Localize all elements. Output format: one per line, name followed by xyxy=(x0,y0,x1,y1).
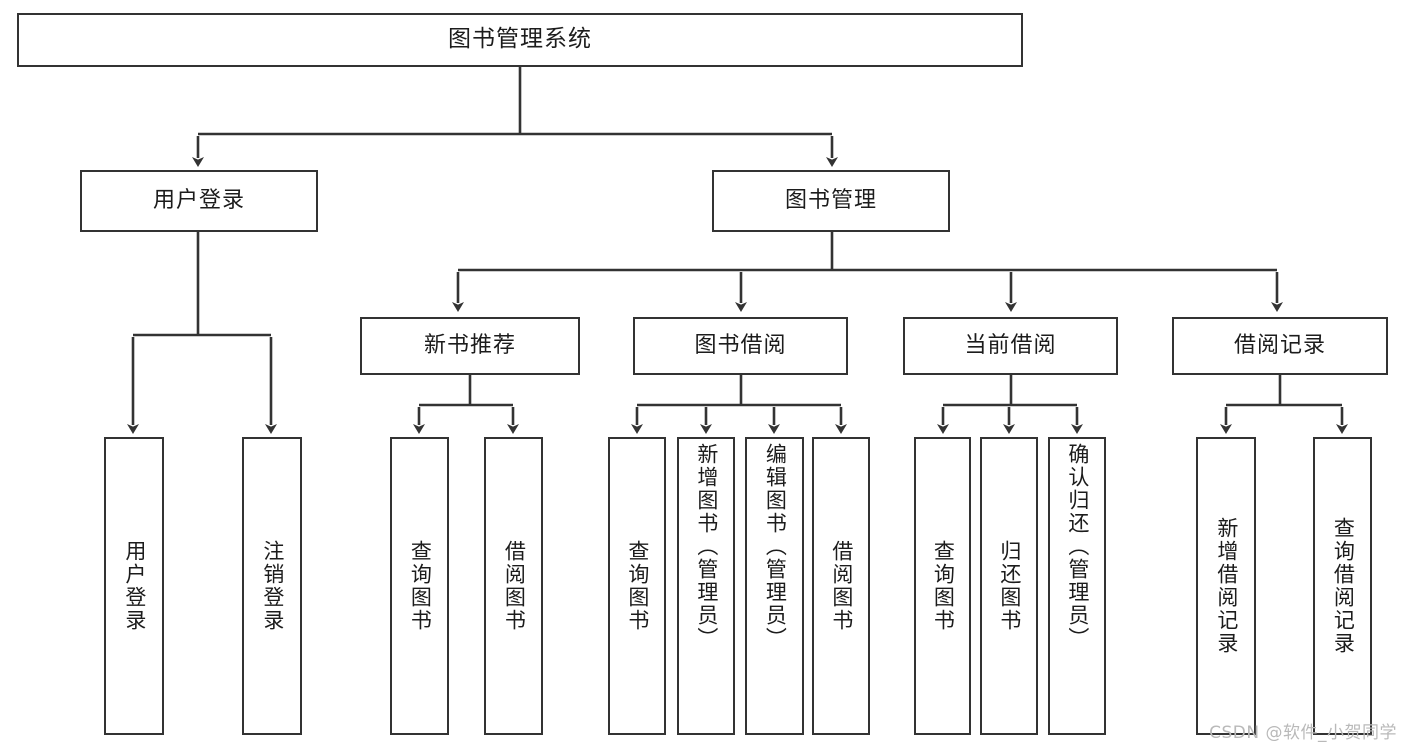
leaf-label: 新增借阅记录 xyxy=(1214,517,1239,655)
leaf-label: 归还图书 xyxy=(997,540,1022,632)
node-label: 新书推荐 xyxy=(423,332,516,358)
leaf-user-login-logout[interactable]: 注销登录 xyxy=(242,437,302,735)
leaf-label: 注销登录 xyxy=(260,540,285,632)
leaf-recommend-query-book[interactable]: 查询图书 xyxy=(390,437,449,735)
leaf-label: 查询借阅记录 xyxy=(1331,517,1356,655)
leaf-label: 查询图书 xyxy=(408,540,433,632)
leaf-label: 编辑图书（管理员） xyxy=(763,443,788,650)
node-root-system[interactable]: 图书管理系统 xyxy=(17,13,1023,67)
leaf-label: 新增图书（管理员） xyxy=(694,443,719,650)
leaf-label: 用户登录 xyxy=(122,540,147,632)
node-book-management[interactable]: 图书管理 xyxy=(712,170,950,232)
leaf-recommend-borrow-book[interactable]: 借阅图书 xyxy=(484,437,543,735)
node-book-borrow[interactable]: 图书借阅 xyxy=(633,317,848,375)
node-new-book-recommend[interactable]: 新书推荐 xyxy=(360,317,580,375)
leaf-label: 借阅图书 xyxy=(502,540,527,632)
node-label: 图书借阅 xyxy=(694,332,787,358)
node-label: 用户登录 xyxy=(152,187,245,213)
leaf-borrow-borrow-book[interactable]: 借阅图书 xyxy=(812,437,870,735)
node-label: 借阅记录 xyxy=(1233,332,1326,358)
csdn-watermark: CSDN @软件_小贺同学 xyxy=(1209,723,1397,743)
node-label: 图书管理系统 xyxy=(448,26,592,53)
leaf-current-query-book[interactable]: 查询图书 xyxy=(914,437,971,735)
leaf-borrow-query-book[interactable]: 查询图书 xyxy=(608,437,666,735)
leaf-record-query-record[interactable]: 查询借阅记录 xyxy=(1313,437,1372,735)
leaf-user-login-login[interactable]: 用户登录 xyxy=(104,437,164,735)
leaf-label: 查询图书 xyxy=(625,540,650,632)
node-borrow-record[interactable]: 借阅记录 xyxy=(1172,317,1388,375)
node-current-borrow[interactable]: 当前借阅 xyxy=(903,317,1118,375)
leaf-borrow-edit-book-admin[interactable]: 编辑图书（管理员） xyxy=(745,437,804,735)
leaf-current-confirm-return-admin[interactable]: 确认归还（管理员） xyxy=(1048,437,1106,735)
leaf-label: 借阅图书 xyxy=(829,540,854,632)
node-user-login[interactable]: 用户登录 xyxy=(80,170,318,232)
leaf-label: 确认归还（管理员） xyxy=(1065,443,1090,650)
leaf-borrow-add-book-admin[interactable]: 新增图书（管理员） xyxy=(677,437,735,735)
leaf-current-return-book[interactable]: 归还图书 xyxy=(980,437,1038,735)
leaf-record-add-record[interactable]: 新增借阅记录 xyxy=(1196,437,1256,735)
node-label: 当前借阅 xyxy=(964,332,1057,358)
node-label: 图书管理 xyxy=(784,187,877,213)
leaf-label: 查询图书 xyxy=(931,540,956,632)
